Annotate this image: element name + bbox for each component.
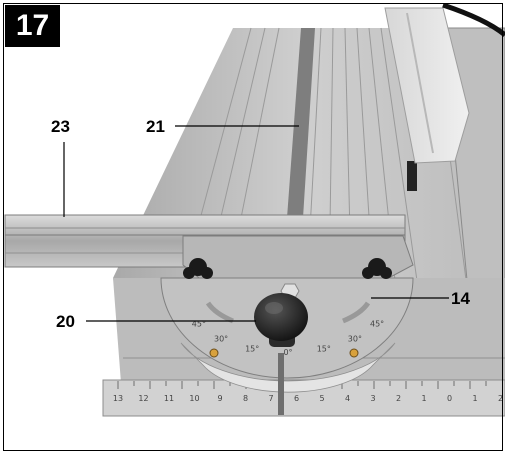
- miter-slot: [287, 28, 315, 218]
- protractor-angle-label: 0°: [283, 348, 292, 357]
- protractor-angle-label: 15°: [245, 345, 259, 354]
- callout-20: 20: [56, 312, 75, 331]
- ruler-number: 7: [268, 394, 273, 403]
- protractor-angle-label: 15°: [317, 345, 331, 354]
- blade-guard: [384, 7, 470, 164]
- protractor-angle-label: 30°: [214, 335, 228, 344]
- lock-knob-left: [183, 258, 213, 279]
- power-cable: [442, 3, 505, 37]
- ruler-number: 10: [189, 394, 199, 403]
- ruler-number: 1: [421, 394, 426, 403]
- ruler-number: 3: [370, 394, 375, 403]
- ruler-number: 12: [138, 394, 148, 403]
- protractor-scale-band: [180, 342, 396, 393]
- ruler-number: 6: [294, 394, 299, 403]
- ruler-number: 2: [396, 394, 401, 403]
- ruler-number: 9: [217, 394, 222, 403]
- callout-21: 21: [146, 117, 165, 136]
- callout-14: 14: [451, 289, 470, 308]
- ruler-number: 2: [498, 394, 503, 403]
- callout-23: 23: [51, 117, 70, 136]
- figure-number-badge: 17: [5, 5, 60, 47]
- ruler-number: 0: [447, 394, 452, 403]
- miter-gauge-knob: [254, 293, 308, 347]
- ruler-number: 8: [243, 394, 248, 403]
- protractor-angle-label: 45°: [192, 320, 206, 329]
- ruler-number: 1: [472, 394, 477, 403]
- protractor-angle-label: 30°: [348, 335, 362, 344]
- protractor-angle-label: 45°: [370, 320, 384, 329]
- figure-border: [3, 3, 503, 451]
- ruler-number: 5: [319, 394, 324, 403]
- ruler-number: 11: [164, 394, 174, 403]
- blade-slot: [407, 161, 417, 191]
- ruler-number: 4: [345, 394, 350, 403]
- ruler-number: 13: [113, 394, 123, 403]
- lock-knob-right: [362, 258, 392, 279]
